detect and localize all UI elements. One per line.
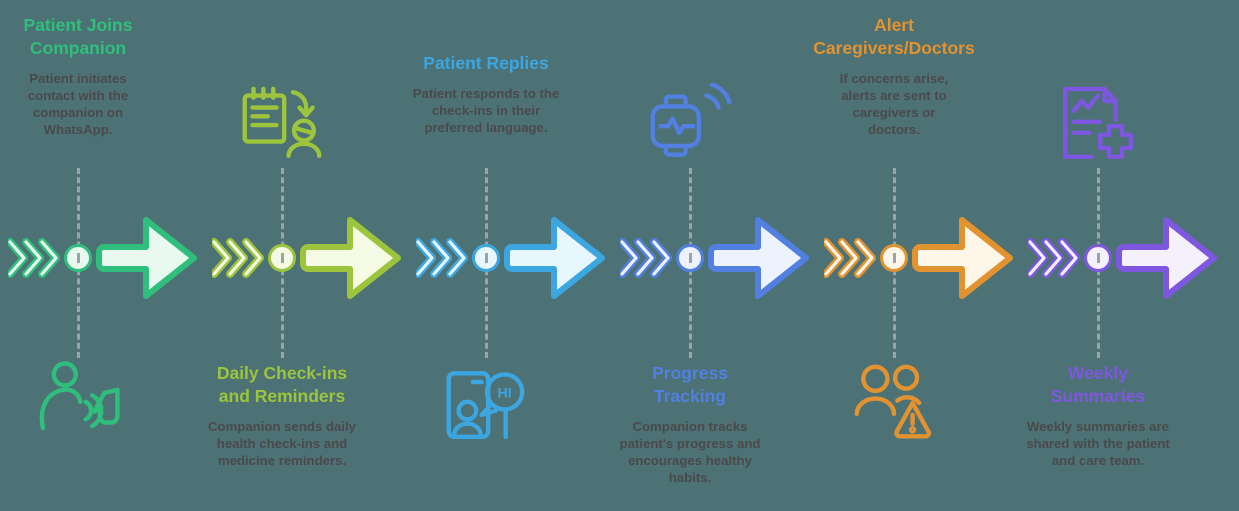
node-dash-mark [688,253,692,263]
step-title-line: Weekly [1068,363,1128,383]
step-title-line: Summaries [1050,385,1146,406]
chevrons-icon [212,238,264,278]
step-title-line: Patient Replies [423,53,549,73]
node-dash-mark [892,253,896,263]
step-title: Patient Replies [386,52,586,75]
timeline-node [676,244,704,272]
timeline-node [880,244,908,272]
checklist-reminder-icon [242,86,322,158]
flow-arrow-icon [96,217,197,299]
timeline-node [64,244,92,272]
step-description: Patient initiates contact with the compa… [27,70,129,137]
step-description: Companion sends daily health check-ins a… [207,418,357,468]
chevrons-icon [416,238,468,278]
person-speaking-icon [39,361,120,431]
medical-report-icon [1052,78,1144,170]
flow-arrow-icon [1116,217,1217,299]
checklist-reminder-icon [236,78,328,170]
chevrons-icon [824,238,876,278]
node-dash-mark [484,253,488,263]
flow-arrow-icon [912,217,1013,299]
step-description: If concerns arise, alerts are sent to ca… [839,70,949,137]
caregivers-alert-icon [848,358,940,450]
flow-arrow-icon [504,217,605,299]
caregivers-alert-icon [854,364,931,439]
timeline-node [268,244,296,272]
chevrons-icon [620,238,672,278]
smartwatch-tracking-icon [644,78,736,170]
step-title-line: Patient Joins [23,15,133,35]
step-title-line: Caregivers/Doctors [813,37,975,58]
timeline-node [1084,244,1112,272]
step-title-line: and Reminders [218,385,346,406]
flow-arrow-icon [708,217,809,299]
smartwatch-tracking-icon [650,82,732,157]
step-title-line: Alert [874,15,914,35]
step-description: Weekly summaries are shared with the pat… [1026,418,1170,468]
medical-report-icon [1062,86,1134,160]
step-description: Patient responds to the check-ins in the… [412,85,560,136]
phone-reply-icon: HI [440,358,532,450]
timeline-node [472,244,500,272]
step-title-line: Progress [652,363,728,383]
chevrons-icon [1028,238,1080,278]
node-dash-mark [1096,253,1100,263]
step-description: Companion tracks patient's progress and … [619,418,761,485]
step-title-line: Tracking [654,385,726,406]
node-dash-mark [280,253,284,263]
phone-reply-icon: HI [446,371,525,440]
node-dash-mark [76,253,80,263]
step-title-line: Companion [29,37,127,58]
person-speaking-icon [32,358,124,450]
flow-arrow-icon [300,217,401,299]
step-title-line: Daily Check-ins [216,363,348,383]
chevrons-icon [8,238,60,278]
svg-text:HI: HI [498,385,512,401]
